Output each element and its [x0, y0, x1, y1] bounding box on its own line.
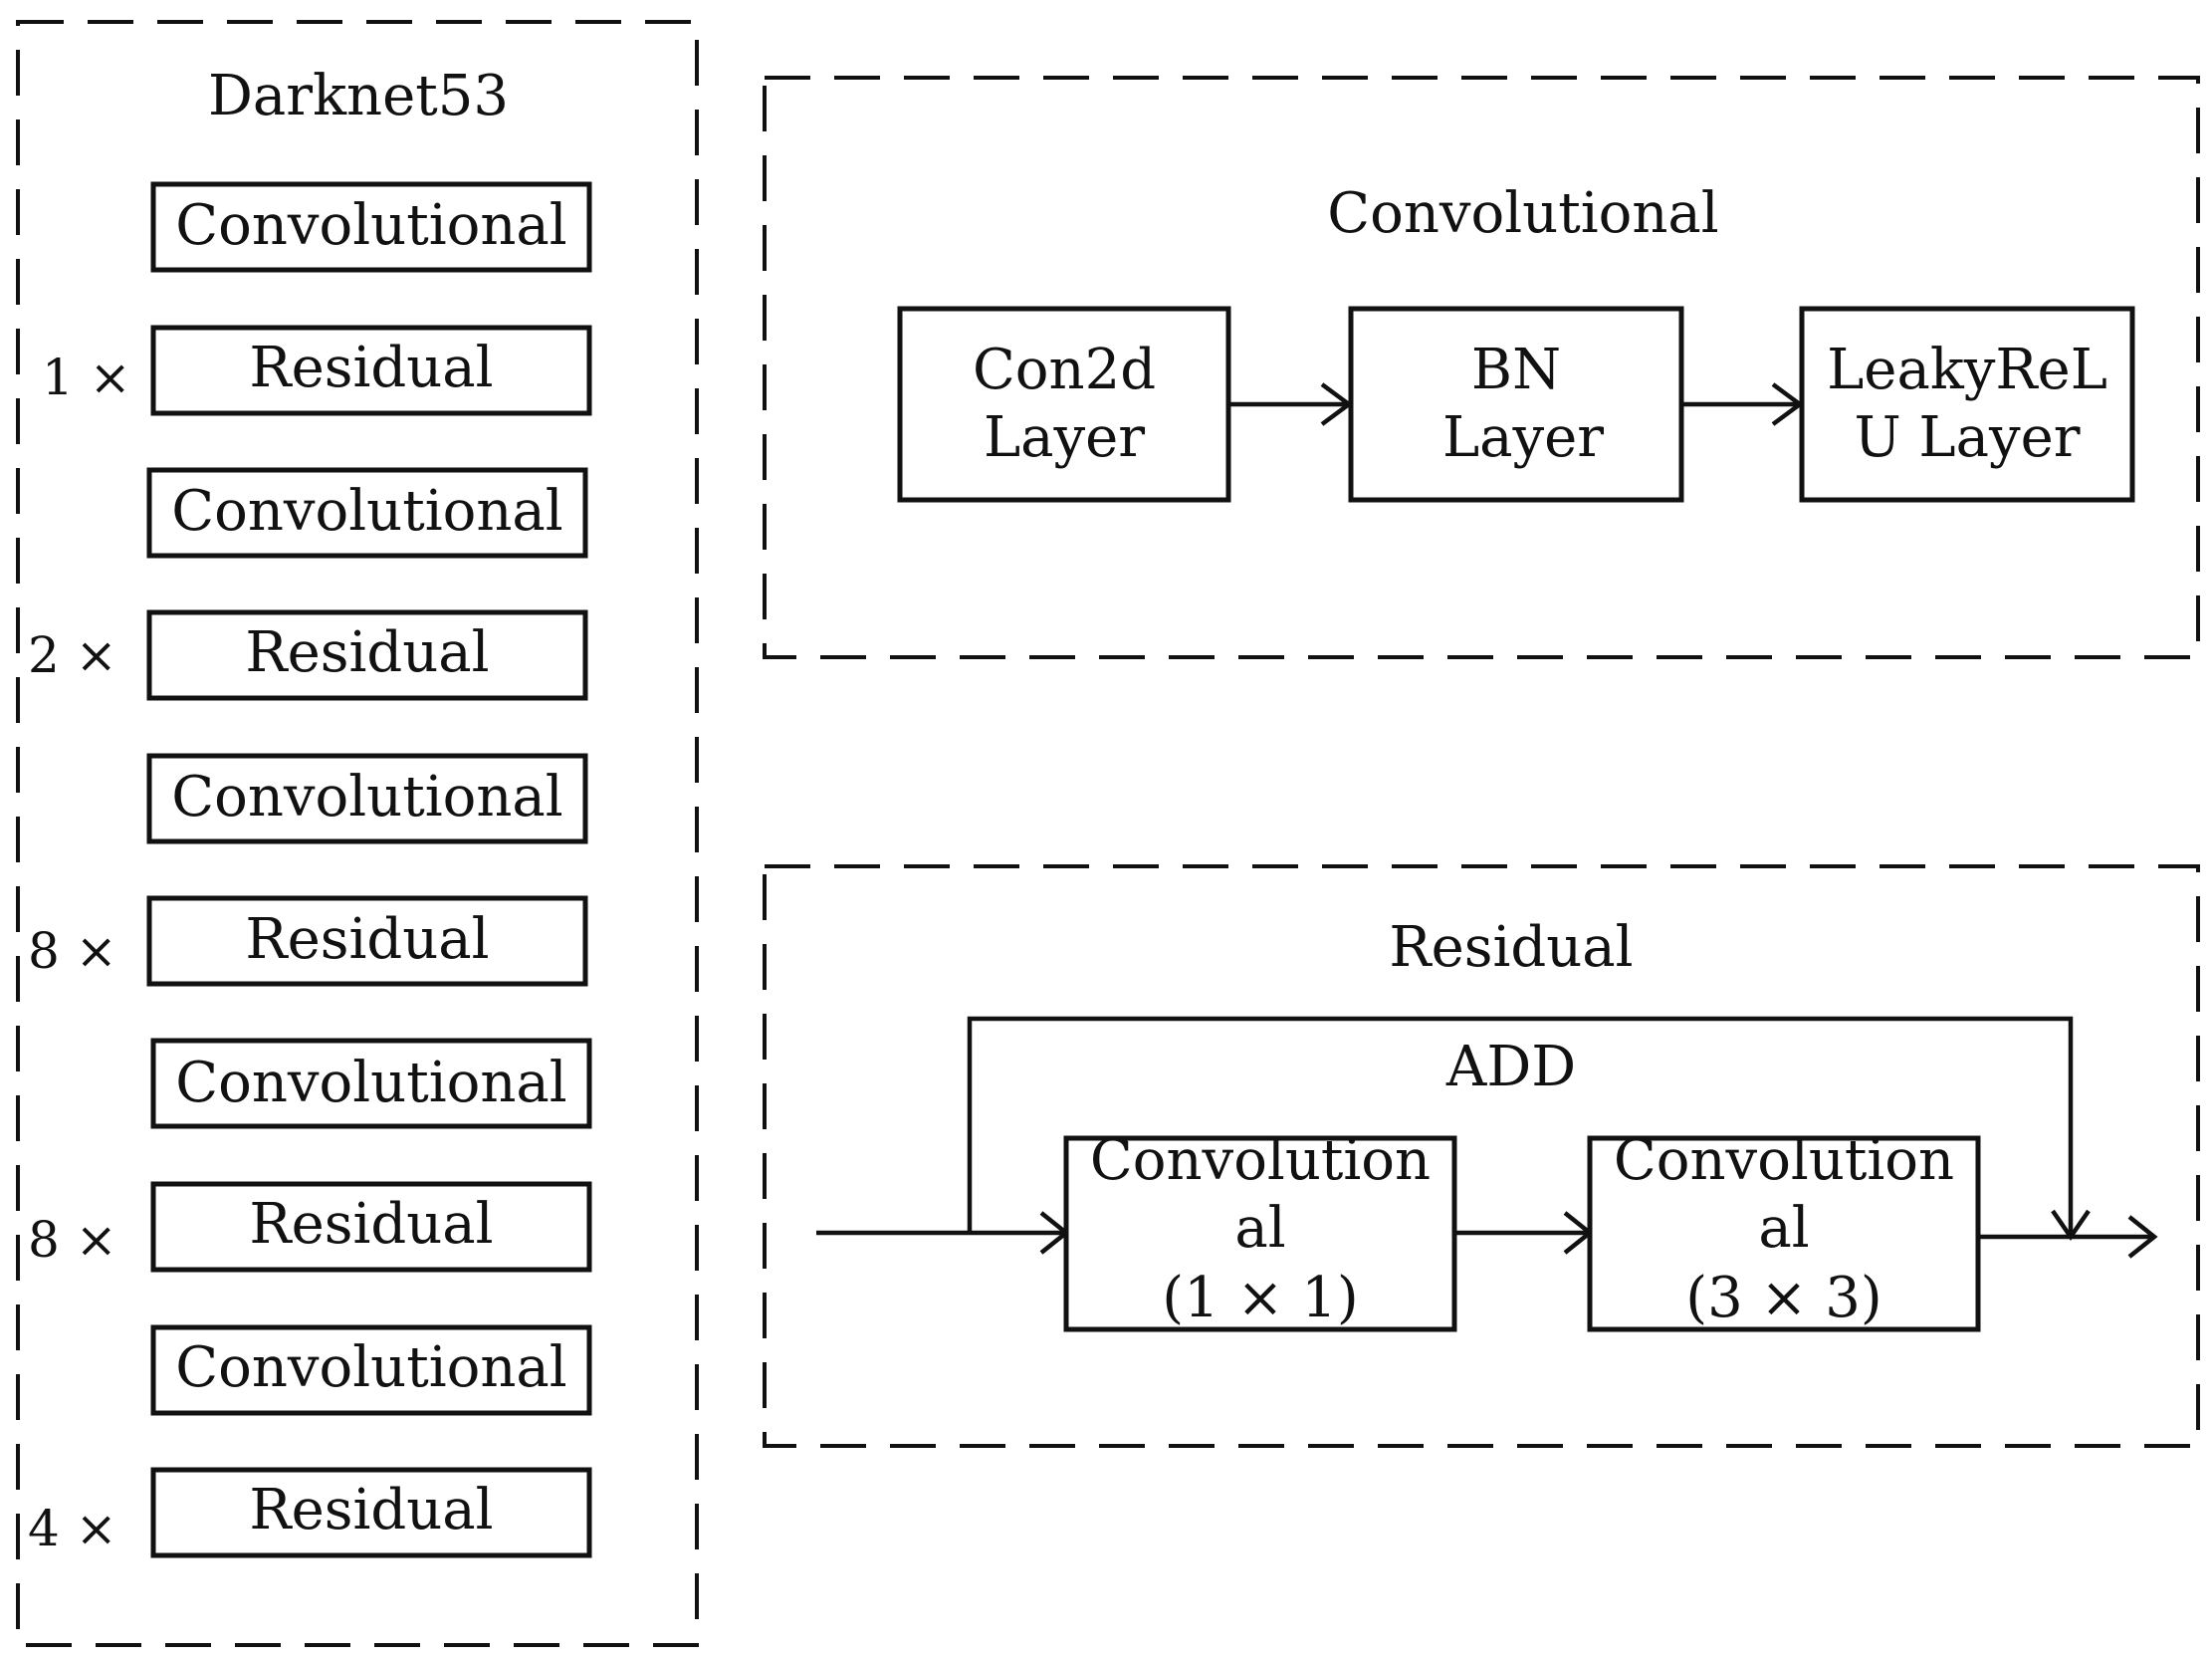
backbone-block-label: Residual [249, 336, 493, 400]
backbone-block-label: Convolutional [175, 1051, 566, 1115]
backbone-block-label: Convolutional [171, 479, 562, 544]
flow-arrow [1978, 1215, 2158, 1259]
backbone-block: Residual 4 × [28, 1467, 592, 1558]
backbone-block-box [150, 1467, 592, 1558]
convolutional-panel-border [763, 76, 2200, 659]
convolutional-panel: Convolutional Con2d Layer BN Layer Leaky… [763, 76, 2200, 659]
conv-layer-box [897, 306, 1231, 503]
darknet53-title: Darknet53 [208, 64, 509, 128]
residual-conv-label-line2: al [1234, 1196, 1285, 1261]
backbone-block: Residual 1 × [42, 325, 592, 416]
residual-conv-label-line3: (1 × 1) [1162, 1266, 1358, 1330]
residual-panel-border [763, 864, 2200, 1448]
repeat-count: 4 × [28, 1500, 117, 1557]
conv-layer-box [1799, 306, 2135, 503]
backbone-block-box [150, 181, 592, 273]
conv-layer-box [1348, 306, 1684, 503]
darknet53-panel-border [16, 20, 699, 1647]
backbone-block-label: Residual [249, 1478, 493, 1542]
conv-layer-label-line2: U Layer [1854, 405, 2080, 470]
residual-conv-box [1063, 1135, 1457, 1332]
repeat-count: 2 × [28, 626, 117, 684]
residual-panel: Residual ADD Convolution al (1 × 1) Conv… [763, 864, 2200, 1448]
backbone-block-box [150, 1181, 592, 1273]
backbone-block-box [146, 753, 588, 844]
backbone-block-box [146, 467, 588, 559]
repeat-count: 8 × [28, 1211, 117, 1269]
residual-conv-label-line2: al [1758, 1196, 1809, 1261]
residual-conv-label-line1: Convolution [1090, 1128, 1431, 1193]
skip-connection-label: ADD [1445, 1035, 1576, 1099]
conv-layer-label-line2: Layer [1442, 405, 1604, 470]
conv-layer-label-line2: Layer [984, 405, 1145, 470]
conv-layer-label-line1: BN [1471, 338, 1561, 402]
flow-arrow [1228, 382, 1353, 426]
repeat-count: 1 × [42, 349, 131, 406]
backbone-block-label: Residual [249, 1192, 493, 1257]
backbone-block: Residual 8 × [28, 895, 588, 987]
backbone-block: Convolutional [150, 1324, 592, 1416]
backbone-block-box [150, 1038, 592, 1129]
backbone-block: Residual 8 × [28, 1181, 592, 1273]
backbone-block-box [150, 325, 592, 416]
backbone-block-label: Convolutional [175, 193, 566, 258]
flow-arrow [816, 1211, 1070, 1255]
backbone-block: Convolutional [146, 753, 588, 844]
backbone-block-label: Convolutional [175, 1335, 566, 1400]
conv-layer-label-line1: LeakyReL [1827, 338, 2107, 402]
darknet53-panel: Darknet53 Convolutional Residual 1 × Con… [16, 20, 699, 1647]
backbone-block-label: Convolutional [171, 765, 562, 829]
backbone-block: Residual 2 × [28, 609, 588, 701]
backbone-block-label: Residual [245, 907, 489, 972]
backbone-block: Convolutional [150, 1038, 592, 1129]
backbone-block-box [146, 609, 588, 701]
backbone-block-label: Residual [245, 620, 489, 685]
residual-conv-block: Convolution al (3 × 3) [1587, 1128, 1981, 1332]
backbone-block-box [150, 1324, 592, 1416]
residual-conv-box [1587, 1135, 1981, 1332]
residual-panel-title: Residual [1389, 915, 1633, 980]
residual-conv-label-line3: (3 × 3) [1685, 1266, 1881, 1330]
residual-conv-label-line1: Convolution [1614, 1128, 1954, 1193]
flow-arrow [1454, 1211, 1594, 1255]
conv-layer-block: Con2d Layer [897, 306, 1231, 503]
backbone-block: Convolutional [146, 467, 588, 559]
backbone-block: Convolutional [150, 181, 592, 273]
flow-arrow [1681, 382, 1804, 426]
conv-layer-label-line1: Con2d [973, 338, 1156, 402]
conv-layer-block: LeakyReL U Layer [1799, 306, 2135, 503]
backbone-block-box [146, 895, 588, 987]
conv-layer-block: BN Layer [1348, 306, 1684, 503]
residual-conv-block: Convolution al (1 × 1) [1063, 1128, 1457, 1332]
convolutional-panel-title: Convolutional [1327, 181, 1718, 246]
repeat-count: 8 × [28, 922, 117, 980]
